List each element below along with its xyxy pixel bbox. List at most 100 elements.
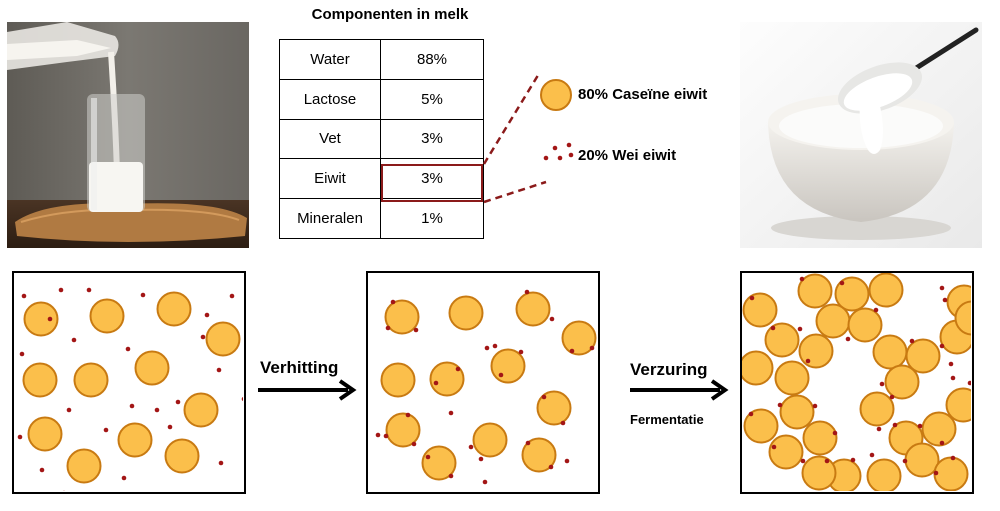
whey-protein: [241, 396, 243, 402]
component-name: Water: [279, 39, 381, 80]
casein-micelle: [742, 350, 774, 386]
table-row: Eiwit 3%: [279, 158, 484, 200]
component-value: 5%: [380, 78, 484, 120]
whey-protein: [383, 433, 389, 439]
casein-micelle: [859, 391, 895, 427]
heated-structure-panel: [366, 271, 600, 494]
table-title: Componenten in melk: [311, 6, 469, 23]
whey-protein: [869, 452, 875, 458]
whey-protein: [411, 441, 417, 447]
whey-protein: [518, 349, 524, 355]
whey-protein: [478, 456, 484, 462]
component-name: Vet: [279, 118, 381, 160]
component-value: 1%: [380, 198, 484, 239]
casein-micelle: [134, 350, 170, 386]
whey-protein: [824, 458, 830, 464]
heated-particles: [375, 289, 597, 485]
zoom-line-bottom: [483, 180, 547, 204]
casein-micelle: [561, 320, 597, 356]
table-row: Lactose 5%: [279, 78, 484, 120]
casein-micelle: [743, 408, 779, 444]
casein-micelle: [448, 295, 484, 331]
whey-protein: [812, 403, 818, 409]
soured-structure-panel: [740, 271, 974, 494]
component-value: 88%: [380, 39, 484, 80]
whey-protein: [425, 454, 431, 460]
casein-micelle: [847, 307, 883, 343]
whey-protein: [448, 473, 454, 479]
milk-particles: [17, 287, 243, 491]
casein-micelle: [385, 412, 421, 448]
casein-micelle: [536, 390, 572, 426]
whey-protein: [413, 327, 419, 333]
components-table: Water 88% Lactose 5% Vet 3% Eiwit 3% Min…: [279, 39, 484, 239]
whey-protein: [39, 467, 45, 473]
whey-protein: [86, 287, 92, 293]
soured-particles: [742, 273, 971, 491]
casein-micelle: [954, 300, 971, 336]
whey-protein: [892, 422, 898, 428]
casein-micelle: [868, 273, 904, 308]
casein-micelle: [742, 292, 778, 328]
zoom-line-top: [482, 71, 542, 165]
whey-protein: [405, 412, 411, 418]
whey-protein: [525, 440, 531, 446]
whey-protein: [770, 325, 776, 331]
casein-micelle: [802, 420, 838, 456]
whey-protein: [468, 444, 474, 450]
eiwit-highlight-box: [381, 164, 483, 202]
whey-protein: [748, 411, 754, 417]
casein-micelle: [27, 416, 63, 452]
casein-micelle: [764, 322, 800, 358]
whey-protein: [455, 366, 461, 372]
souring-label: Verzuring: [630, 360, 708, 379]
souring-arrow: [630, 379, 729, 401]
whey-protein: [832, 430, 838, 436]
whey-protein: [216, 367, 222, 373]
casein-micelle: [89, 298, 125, 334]
component-name: Mineralen: [279, 198, 381, 239]
whey-protein: [524, 289, 530, 295]
whey-protein: [204, 312, 210, 318]
whey-protein: [21, 293, 27, 299]
whey-protein: [850, 457, 856, 463]
whey-protein: [448, 410, 454, 416]
whey-protein: [845, 336, 851, 342]
whey-protein: [548, 464, 554, 470]
whey-protein: [967, 380, 971, 386]
whey-protein: [121, 475, 127, 481]
casein-micelle: [380, 362, 416, 398]
heating-arrow: [258, 379, 357, 401]
whey-legend-icon: [543, 142, 574, 161]
milk-glass-image: [7, 22, 249, 248]
casein-micelle: [774, 360, 810, 396]
whey-protein: [167, 424, 173, 430]
whey-protein: [799, 276, 805, 282]
component-value: 3%: [380, 118, 484, 160]
whey-protein: [175, 399, 181, 405]
casein-micelle: [768, 434, 804, 470]
casein-micelle: [797, 273, 833, 309]
casein-micelle: [472, 422, 508, 458]
whey-protein: [950, 455, 956, 461]
whey-protein: [541, 394, 547, 400]
yogurt-bowl-image: [740, 22, 982, 248]
fermentation-label: Fermentatie: [630, 412, 704, 427]
milk-photo: [7, 22, 249, 248]
heating-label: Verhitting: [260, 358, 339, 377]
whey-protein: [917, 423, 923, 429]
casein-micelle: [945, 387, 971, 423]
casein-micelle: [515, 291, 551, 327]
casein-micelle: [156, 291, 192, 327]
casein-micelle: [884, 364, 920, 400]
table-row: Water 88%: [279, 39, 484, 80]
casein-micelle: [205, 321, 241, 357]
whey-protein: [103, 427, 109, 433]
casein-micelle: [66, 448, 102, 484]
casein-legend-icon: [540, 79, 572, 111]
whey-protein: [569, 348, 575, 354]
whey-protein: [839, 280, 845, 286]
casein-micelle: [834, 276, 870, 312]
casein-micelle: [23, 301, 59, 337]
